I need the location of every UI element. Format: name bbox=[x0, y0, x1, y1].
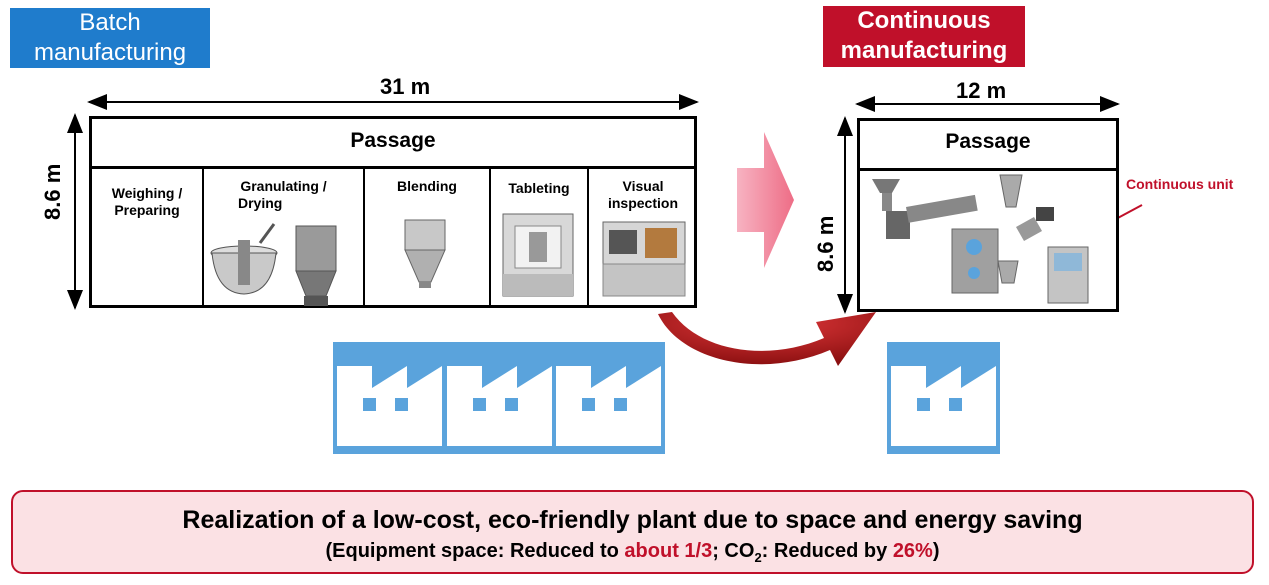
step-visual-inspection: Visual inspection bbox=[589, 166, 697, 305]
batch-floor-plan: Passage Weighing / Preparing Granulating… bbox=[89, 116, 697, 308]
batch-title-badge: Batch manufacturing bbox=[10, 8, 210, 68]
step-weighing-line2: Preparing bbox=[114, 202, 180, 218]
transition-arrow-icon bbox=[737, 132, 794, 268]
batch-width-label: 31 m bbox=[380, 74, 431, 99]
step-granulating-line1: Granulating / bbox=[240, 178, 327, 194]
continuous-unit-icon bbox=[872, 174, 1089, 304]
continuous-floor-plan: Passage bbox=[857, 118, 1119, 312]
step-tableting: Tableting bbox=[491, 166, 589, 305]
factory-icon bbox=[333, 342, 446, 454]
continuous-width-label: 12 m bbox=[956, 78, 1007, 103]
continuous-title-line1: Continuous bbox=[857, 7, 991, 34]
co2-subscript: 2 bbox=[754, 550, 762, 565]
summary-sub-open: (Equipment space: Reduced to bbox=[325, 540, 625, 562]
curved-arrow-icon bbox=[658, 312, 876, 366]
continuous-title-line2: manufacturing bbox=[840, 37, 1008, 64]
summary-sub-mid: ; CO bbox=[712, 540, 755, 562]
step-weighing: Weighing / Preparing bbox=[92, 166, 204, 305]
step-inspection-line2: inspection bbox=[607, 195, 678, 211]
step-tableting-label: Tableting bbox=[508, 180, 570, 196]
summary-headline: Realization of a low-cost, eco-friendly … bbox=[182, 506, 1083, 534]
summary-subline: (Equipment space: Reduced to about 1/3; … bbox=[13, 540, 1252, 565]
summary-sub-close: ) bbox=[932, 540, 940, 562]
batch-title-line2: manufacturing bbox=[33, 39, 187, 66]
factory-icon bbox=[443, 342, 556, 454]
summary-sub-mid2: : Reduced by bbox=[761, 540, 893, 562]
tablet-press-icon bbox=[502, 213, 574, 297]
step-blending-label: Blending bbox=[397, 178, 457, 194]
space-reduction-value: about 1/3 bbox=[624, 540, 713, 562]
mixer-icon bbox=[210, 223, 337, 306]
batch-title-line1: Batch bbox=[79, 9, 141, 36]
continuous-unit-label: Continuous unit bbox=[1126, 176, 1234, 192]
continuous-height-label: 8.6 m bbox=[813, 215, 838, 272]
step-granulating-line2: Drying bbox=[238, 195, 283, 211]
batch-height-label: 8.6 m bbox=[40, 163, 65, 220]
step-weighing-line1: Weighing / bbox=[111, 185, 183, 201]
continuous-title-badge: Continuous manufacturing bbox=[823, 6, 1025, 67]
batch-passage-label: Passage bbox=[92, 119, 694, 169]
step-blending: Blending bbox=[365, 166, 491, 305]
co2-reduction-value: 26% bbox=[892, 540, 933, 562]
inspection-machine-icon bbox=[602, 221, 686, 297]
summary-box: Realization of a low-cost, eco-friendly … bbox=[11, 490, 1254, 574]
factory-icon bbox=[552, 342, 665, 454]
continuous-passage-label: Passage bbox=[860, 121, 1116, 171]
factory-icon bbox=[887, 342, 1000, 454]
blender-icon bbox=[404, 219, 446, 288]
step-inspection-line1: Visual bbox=[622, 178, 664, 194]
step-granulating: Granulating / Drying bbox=[204, 166, 365, 306]
